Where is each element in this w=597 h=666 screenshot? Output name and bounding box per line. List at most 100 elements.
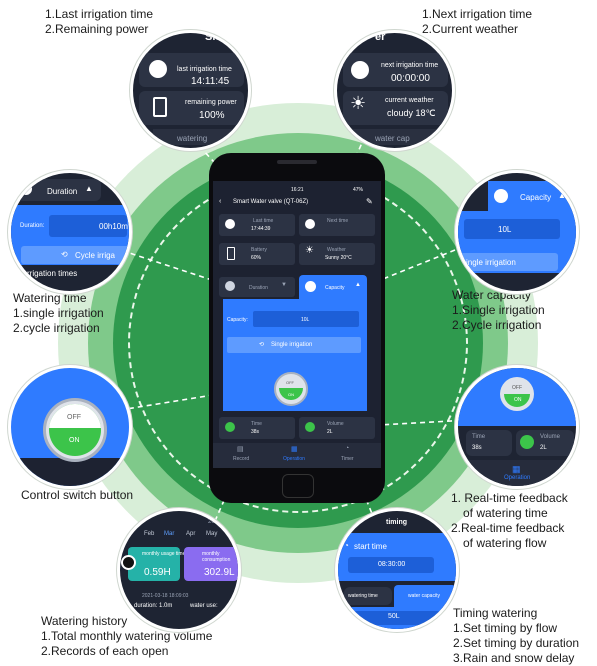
battery-label: Battery xyxy=(251,247,267,253)
bubble-capacity: Capacity ▲ 10L ingle irrigation xyxy=(455,170,579,294)
bubble-duration: Duration ▲ Duration: 00h10m ⟲ Cycle irri… xyxy=(8,170,132,294)
bubble-last-irrigation: Sm last irrigation time 14:11:45 remaini… xyxy=(130,30,251,151)
clock-icon xyxy=(149,60,167,78)
drop-icon xyxy=(494,189,508,203)
consumption-card xyxy=(184,547,238,581)
power-card xyxy=(139,91,244,125)
next-time-value: 00:00:00 xyxy=(391,73,430,84)
cycle-icon: ⟲ xyxy=(61,250,68,259)
single-button[interactable] xyxy=(227,337,361,353)
single-button[interactable] xyxy=(458,253,558,271)
switch-on-label: ON xyxy=(69,437,80,444)
duration-tab[interactable] xyxy=(17,179,101,201)
volume-label: Volume xyxy=(540,434,561,440)
sun-icon: ☀ xyxy=(350,93,367,113)
caret-down-icon: ▼ xyxy=(281,282,287,288)
nav-timer[interactable]: Timer xyxy=(341,456,354,462)
month-may[interactable]: May xyxy=(206,531,218,537)
irrigation-times-label: rrigation times xyxy=(27,269,78,278)
weather-card xyxy=(343,91,448,125)
phone-screen: 16:21 47% ‹ Smart Water valve (QT-06Z) ✎… xyxy=(213,181,381,468)
capacity-value: 10L xyxy=(301,317,310,323)
operation-tab[interactable]: Operation xyxy=(504,475,531,481)
operation-icon[interactable]: ▦ xyxy=(291,446,298,453)
next-time-card xyxy=(299,214,375,236)
cycle-button-label: Cycle irriga xyxy=(75,251,116,260)
time-label: Time xyxy=(251,421,262,427)
nav-operation[interactable]: Operation xyxy=(283,456,305,462)
next-time-label: next irrigation time xyxy=(381,62,439,69)
month-mar[interactable]: Mar xyxy=(164,531,175,537)
capacity-input[interactable] xyxy=(354,611,440,625)
single-button-label: Single irrigation xyxy=(271,342,313,348)
clock-icon: ◔ xyxy=(344,541,349,550)
clock-icon xyxy=(225,219,235,229)
bubble-feedback: OFF ON Time 38s Volume 2L ▦ Operation xyxy=(455,365,579,489)
bubble-history: 20 Feb Mar Apr May monthly usage time 0.… xyxy=(117,508,241,632)
clock-icon xyxy=(121,555,136,570)
month-feb[interactable]: Feb xyxy=(144,531,155,537)
start-time-label: start time xyxy=(354,542,387,551)
month-apr[interactable]: Apr xyxy=(186,531,196,537)
switch-on-fill xyxy=(49,404,101,456)
phone-speaker xyxy=(277,160,317,164)
volume-label: Volume xyxy=(327,421,344,427)
time-card xyxy=(219,417,295,439)
timer-nav-icon[interactable]: ◔ xyxy=(345,445,350,452)
duration-tab[interactable] xyxy=(219,277,295,297)
last-time-value: 17:44:39 xyxy=(251,226,271,232)
volume-value: 2L xyxy=(540,445,547,451)
back-icon[interactable]: ‹ xyxy=(219,198,222,205)
usage-label: monthly usage time xyxy=(142,551,186,557)
clock-arrow-icon xyxy=(351,61,369,79)
capacity-field-label: Capacity: xyxy=(227,317,248,323)
year-label: 20 xyxy=(208,519,215,525)
switch-on-label: ON xyxy=(514,397,522,403)
last-time-value: 14:11:45 xyxy=(191,76,230,87)
capacity-tab-label: Capacity xyxy=(520,193,552,202)
record-icon[interactable]: ▤ xyxy=(237,446,244,453)
home-button[interactable] xyxy=(282,474,314,498)
last-time-card xyxy=(219,214,295,236)
start-time-input[interactable] xyxy=(348,557,434,573)
capacity-input[interactable] xyxy=(464,219,560,239)
edit-icon[interactable]: ✎ xyxy=(366,197,373,206)
nav-record[interactable]: Record xyxy=(233,456,250,462)
watering-time-tab-label: watering time xyxy=(348,593,378,599)
status-battery: 47% xyxy=(353,187,364,193)
duration-input[interactable] xyxy=(49,215,127,237)
capacity-value: 10L xyxy=(498,225,512,234)
timing-header: timing xyxy=(386,519,407,526)
grid-icon[interactable]: ▦ xyxy=(512,464,521,474)
timer-icon xyxy=(20,183,32,195)
weather-label: Weather xyxy=(327,247,346,253)
capacity-tab-label: Capacity xyxy=(325,285,345,291)
battery-icon xyxy=(153,97,167,117)
cycle-button[interactable] xyxy=(21,246,129,264)
water-capacity-tab[interactable] xyxy=(394,585,456,607)
strip xyxy=(153,129,233,145)
bottom-nav xyxy=(213,443,381,468)
month-tabs: Feb Mar Apr May xyxy=(140,531,236,541)
bubble-clip-text: er xyxy=(375,31,386,43)
weather-label: current weather xyxy=(385,97,434,104)
capacity-input[interactable] xyxy=(253,311,359,327)
duration-field-label: Duration: xyxy=(20,223,45,229)
single-button-label: ingle irrigation xyxy=(466,258,516,267)
capacity-clip-label: water cap xyxy=(375,134,410,143)
watering-time-tab[interactable] xyxy=(344,587,392,605)
volume-value: 2L xyxy=(327,429,333,435)
strip xyxy=(347,129,447,145)
last-time-label: last irrigation time xyxy=(177,66,232,73)
callout-control-switch: Control switch button xyxy=(21,488,134,502)
duration-value: 00h10m xyxy=(99,222,128,231)
status-time: 16:21 xyxy=(291,187,304,193)
battery-card xyxy=(219,243,295,265)
usage-value: 0.59H xyxy=(144,567,171,578)
power-label: remaining power xyxy=(185,99,237,106)
duration-tab-label: Duration xyxy=(47,187,78,196)
drop-timer-icon xyxy=(225,422,235,432)
weather-value: cloudy 18℃ xyxy=(387,108,436,118)
